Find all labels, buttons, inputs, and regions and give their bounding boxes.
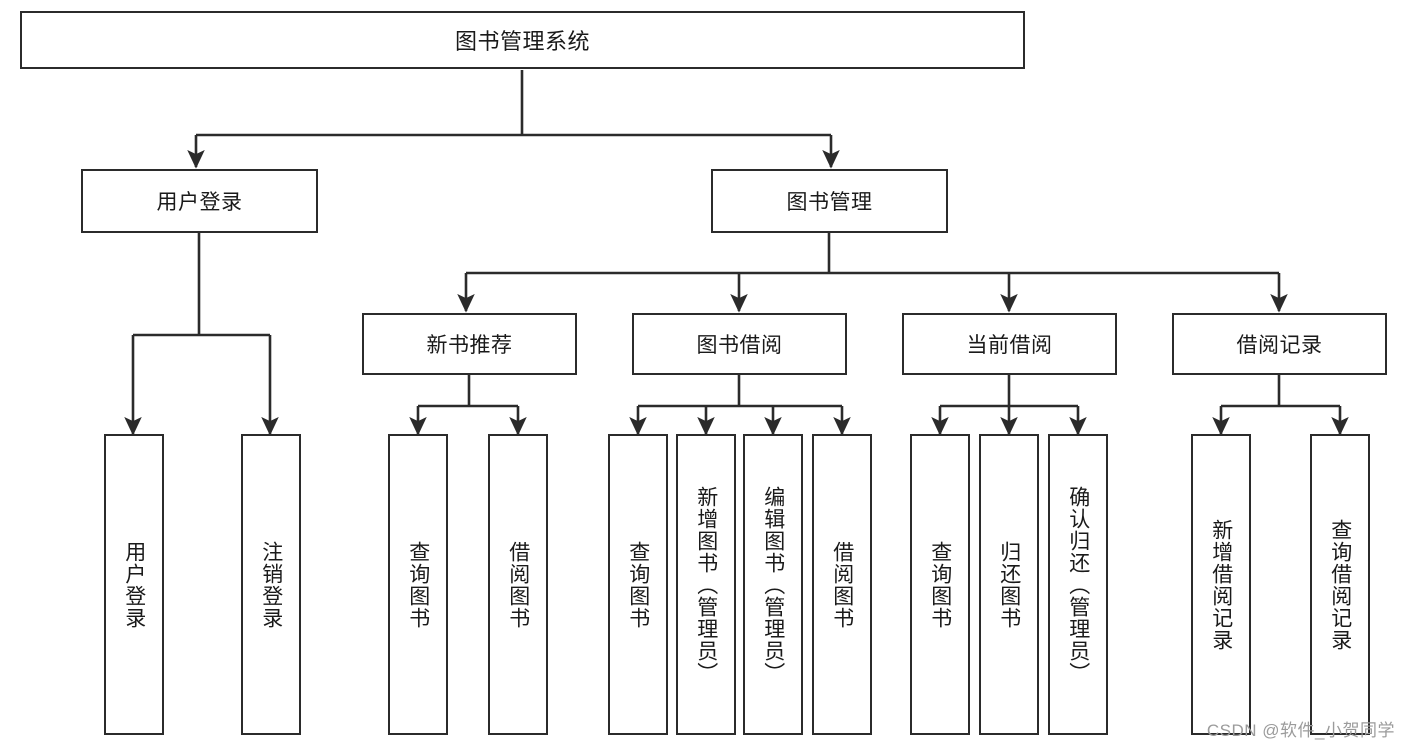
node-leaf-borrow-book-1[interactable]: 借阅图书 — [488, 434, 548, 735]
node-book-borrow-label: 图书借阅 — [696, 334, 783, 357]
node-book-management[interactable]: 图书管理 — [711, 169, 948, 233]
node-leaf-logout-label: 注销登录 — [259, 540, 283, 629]
node-root-label: 图书管理系统 — [454, 29, 590, 54]
node-borrow-record-label: 借阅记录 — [1236, 334, 1323, 357]
node-leaf-query-borrow-record[interactable]: 查询借阅记录 — [1310, 434, 1370, 735]
node-leaf-confirm-return-admin[interactable]: 确认归还（管理员） — [1048, 434, 1108, 735]
node-leaf-confirm-return-admin-label: 确认归还（管理员） — [1066, 485, 1090, 684]
node-leaf-return-book-label: 归还图书 — [997, 540, 1021, 629]
node-leaf-borrow-book-2-label: 借阅图书 — [830, 540, 854, 629]
node-leaf-search-book-3[interactable]: 查询图书 — [910, 434, 970, 735]
node-leaf-borrow-book-2[interactable]: 借阅图书 — [812, 434, 872, 735]
node-user-login[interactable]: 用户登录 — [81, 169, 318, 233]
node-leaf-search-book-2-label: 查询图书 — [626, 540, 650, 629]
node-new-book-recommend[interactable]: 新书推荐 — [362, 313, 577, 375]
node-leaf-return-book[interactable]: 归还图书 — [979, 434, 1039, 735]
node-leaf-search-book-3-label: 查询图书 — [928, 540, 952, 629]
node-current-borrow[interactable]: 当前借阅 — [902, 313, 1117, 375]
node-leaf-add-borrow-record[interactable]: 新增借阅记录 — [1191, 434, 1251, 735]
node-leaf-edit-book-admin[interactable]: 编辑图书（管理员） — [743, 434, 803, 735]
node-book-borrow[interactable]: 图书借阅 — [632, 313, 847, 375]
node-leaf-edit-book-admin-label: 编辑图书（管理员） — [761, 485, 785, 684]
node-book-management-label: 图书管理 — [786, 191, 873, 214]
node-borrow-record[interactable]: 借阅记录 — [1172, 313, 1387, 375]
node-leaf-logout[interactable]: 注销登录 — [241, 434, 301, 735]
node-user-login-label: 用户登录 — [156, 191, 243, 214]
node-leaf-user-login-label: 用户登录 — [122, 540, 146, 629]
node-leaf-borrow-book-1-label: 借阅图书 — [506, 540, 530, 629]
node-leaf-search-book-1-label: 查询图书 — [406, 540, 430, 629]
node-leaf-add-borrow-record-label: 新增借阅记录 — [1209, 518, 1233, 651]
node-current-borrow-label: 当前借阅 — [966, 334, 1053, 357]
node-leaf-search-book-1[interactable]: 查询图书 — [388, 434, 448, 735]
node-leaf-search-book-2[interactable]: 查询图书 — [608, 434, 668, 735]
watermark: CSDN @软件_小贺同学 — [1206, 721, 1395, 740]
node-root[interactable]: 图书管理系统 — [20, 11, 1025, 69]
node-leaf-user-login[interactable]: 用户登录 — [104, 434, 164, 735]
node-leaf-add-book-admin-label: 新增图书（管理员） — [694, 485, 718, 684]
node-leaf-add-book-admin[interactable]: 新增图书（管理员） — [676, 434, 736, 735]
node-new-book-recommend-label: 新书推荐 — [426, 334, 513, 357]
node-leaf-query-borrow-record-label: 查询借阅记录 — [1328, 518, 1352, 651]
